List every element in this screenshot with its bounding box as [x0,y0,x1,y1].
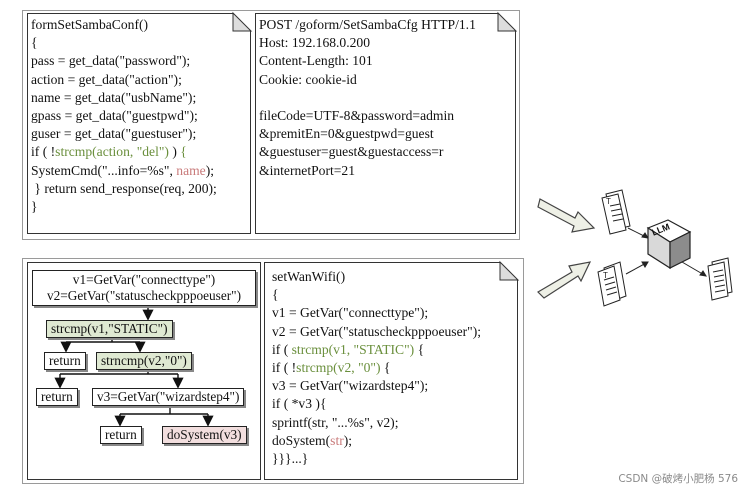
http-request-doc [255,13,516,234]
code-tr-line: &premitEn=0&guestpwd=guest [259,125,476,143]
code-tr-line: fileCode=UTF-8&password=admin [259,107,476,125]
code-tl-line: { [31,34,217,52]
code-tl-token: formSetSambaConf() [31,17,149,32]
code-tl-token: { [180,144,187,160]
code-br-line: v2 = GetVar("statuscheckpppoeuser"); [272,323,481,341]
code-br-line: v3 = GetVar("wizardstep4"); [272,377,481,395]
code-tl-token: ) [168,144,181,160]
code-tr-token: &guestuser=guest&guestaccess=r [259,144,444,160]
flow-node-getvar-wizardstep4: v3=GetVar("wizardstep4") [92,388,245,406]
code-tl-line: gpass = get_data("guestpwd"); [31,107,217,125]
code-br-line: if ( strcmp(v1, "STATIC") { [272,341,481,359]
code-tl-line: SystemCmd("...info=%s", name); [31,162,217,180]
svg-text:T: T [606,197,611,206]
flow-node-dosystem: doSystem(v3) [162,426,247,444]
code-br-line: }}}...} [272,450,481,468]
code-tl-line: action = get_data("action"); [31,71,217,89]
code-br-token: { [272,287,279,303]
code-tr-token: POST /goform/SetSambaCfg HTTP/1.1 [259,17,476,32]
code-br-token: str [330,432,344,448]
code-tl-token: if ( ! [31,144,56,160]
code-tl-token: action = get_data("action"); [31,71,182,87]
svg-text:T: T [603,271,608,280]
flow-node-return-2: return [36,388,78,406]
code-tl-token: name [176,162,206,178]
code-block-setWanWifi: setWanWifi() { v1 = GetVar("connecttype");… [272,268,481,468]
code-br-token: }}}...} [272,450,309,466]
code-tr-line: Content-Length: 101 [259,52,476,70]
code-tr-line: Cookie: cookie-id [259,71,476,89]
code-tl-line: if ( !strcmp(action, "del") ) { [31,143,217,161]
code-br-token: if ( ! [272,359,297,375]
watermark: CSDN @破烤小肥杨 576 [618,473,738,485]
code-tl-token: SystemCmd("...info=%s", [31,162,177,178]
doc-stack-icon-bottom-left: T [597,261,627,307]
code-br-line: if ( !strcmp(v2, "0") { [272,359,481,377]
code-br-token: { [414,341,425,357]
code-tl-token: } return send_response(req, 200); [31,180,217,196]
code-br-token: v3 = GetVar("wizardstep4"); [272,378,429,394]
code-br-token: doSystem( [272,432,331,448]
flow-header-node: v1=GetVar("connecttype") v2=GetVar("stat… [32,270,256,306]
code-tl-token: guser = get_data("guestuser"); [31,126,197,142]
code-tr-line: POST /goform/SetSambaCfg HTTP/1.1 [259,16,476,34]
code-br-line: setWanWifi() [272,268,481,286]
code-br-token: ); [343,432,353,448]
code-doc-formSetSambaConf [27,13,251,234]
code-tl-line: guser = get_data("guestuser"); [31,125,217,143]
code-tl-token: ); [205,162,215,178]
code-br-token: if ( *v3 ){ [272,396,327,412]
code-br-token: strcmp(v1, "STATIC") [291,341,415,357]
code-tl-line: } return send_response(req, 200); [31,180,217,198]
code-br-token: { [380,359,391,375]
code-tl-line: formSetSambaConf() [31,16,217,34]
flow-header-line2: v2=GetVar("statuscheckpppoeuser") [46,288,242,303]
code-tl-token: pass = get_data("password"); [31,53,191,69]
code-tr-token: fileCode=UTF-8&password=admin [259,107,455,123]
code-tl-token: strcmp(action, "del") [55,144,169,160]
doc-stack-icon-right [707,257,733,301]
code-tl-token: } [31,198,38,214]
code-tr-line: Host: 192.168.0.200 [259,34,476,52]
flow-node-strncmp: strncmp(v2,"0") [96,352,192,370]
code-tl-token: { [31,35,38,51]
code-br-line: doSystem(str); [272,432,481,450]
llm-cube-icon [646,219,692,270]
code-br-line: v1 = GetVar("connecttype"); [272,304,481,322]
code-br-token: if ( [272,341,292,357]
code-br-token: sprintf(str, "...%s", v2); [272,414,399,430]
flow-node-strcmp: strcmp(v1,"STATIC") [46,320,173,338]
code-br-line: { [272,286,481,304]
code-tl-line: pass = get_data("password"); [31,52,217,70]
code-tr-line: &guestuser=guest&guestaccess=r [259,143,476,161]
code-br-token: setWanWifi() [272,269,346,284]
code-tr-token: Cookie: cookie-id [259,71,357,87]
doc-stack-icon-top: T [601,189,631,235]
code-doc-setWanWifi [264,262,518,480]
flow-header-line1: v1=GetVar("connecttype") [72,272,216,287]
flow-node-return-3: return [100,426,142,444]
code-tl-token: gpass = get_data("guestpwd"); [31,107,198,123]
code-tl-line: name = get_data("usbName"); [31,89,217,107]
code-tr-token: Content-Length: 101 [259,53,373,69]
input-arrow-top [537,198,596,233]
flow-node-return-1: return [44,352,86,370]
code-br-token: v1 = GetVar("connecttype"); [272,305,429,321]
code-block-formSetSambaConf: formSetSambaConf() { pass = get_data("pass… [31,16,217,216]
code-tr-token: &premitEn=0&guestpwd=guest [259,126,434,142]
code-br-line: sprintf(str, "...%s", v2); [272,414,481,432]
input-arrow-bottom [537,261,592,299]
code-br-token: strcmp(v2, "0") [296,359,381,375]
code-tr-token: Host: 192.168.0.200 [259,35,371,51]
code-tl-token: name = get_data("usbName"); [31,89,197,105]
code-tr-token: &internetPort=21 [259,162,356,178]
code-tr-line: &internetPort=21 [259,162,476,180]
code-tl-line: } [31,198,217,216]
code-br-line: if ( *v3 ){ [272,395,481,413]
code-br-token: v2 = GetVar("statuscheckpppoeuser"); [272,323,482,339]
